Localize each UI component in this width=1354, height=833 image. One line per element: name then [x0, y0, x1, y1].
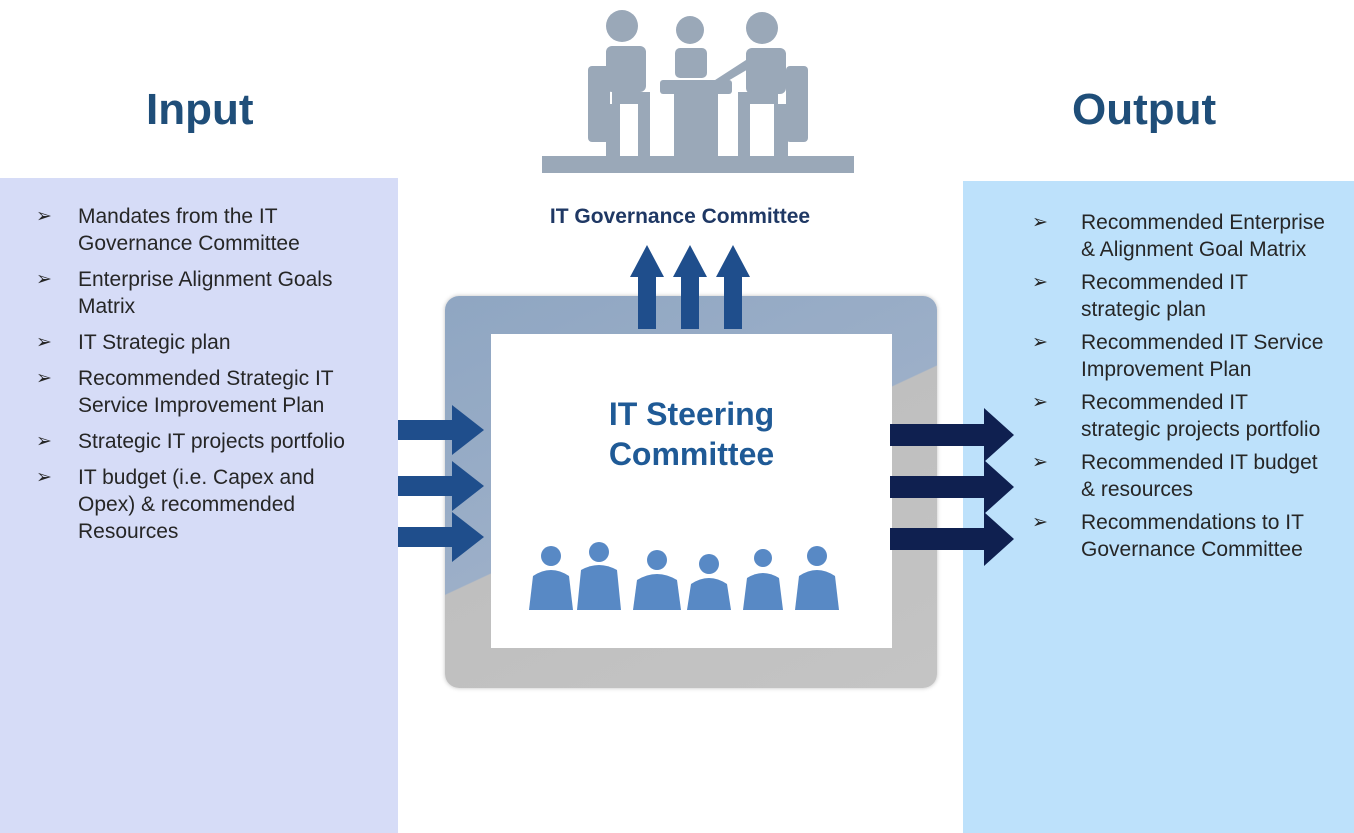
- list-item: ➢IT budget (i.e. Capex and Opex) & recom…: [36, 466, 315, 543]
- steering-title: IT Steering Committee: [608, 396, 775, 472]
- list-item: ➢Recommended IT Service Improvement Plan: [1032, 331, 1324, 381]
- output-list: ➢Recommended Enterprise & Alignment Goal…: [1032, 209, 1331, 569]
- list-item: ➢Recommended Strategic IT Service Improv…: [36, 367, 334, 417]
- input-arrow-3: [398, 512, 484, 562]
- list-item: ➢Recommended IT strategic projects portf…: [1032, 391, 1321, 441]
- bullet-arrow-icon: ➢: [1032, 512, 1048, 533]
- output-panel: ➢Recommended Enterprise & Alignment Goal…: [963, 181, 1354, 833]
- meeting-people-icon: [542, 10, 854, 173]
- up-arrow-1: [630, 245, 664, 329]
- list-item: ➢Recommended IT budget & resources: [1032, 451, 1318, 501]
- input-arrow-1: [398, 405, 484, 455]
- list-item: ➢Mandates from the IT Governance Committ…: [36, 205, 300, 255]
- output-arrow-3: [890, 512, 1014, 566]
- bullet-arrow-icon: ➢: [36, 206, 52, 227]
- list-item: ➢Recommendations to IT Governance Commit…: [1032, 511, 1304, 561]
- bullet-arrow-icon: ➢: [1032, 272, 1048, 293]
- team-silhouettes-icon: [529, 542, 839, 610]
- output-arrow-1: [890, 408, 1014, 462]
- steering-box: IT Steering Committee: [491, 334, 892, 648]
- bullet-arrow-icon: ➢: [36, 467, 52, 488]
- input-heading: Input: [146, 85, 254, 134]
- bullet-arrow-icon: ➢: [36, 332, 52, 353]
- bullet-arrow-icon: ➢: [36, 368, 52, 389]
- list-item: ➢Strategic IT projects portfolio: [36, 430, 345, 453]
- bullet-arrow-icon: ➢: [1032, 212, 1048, 233]
- input-arrow-2: [398, 461, 484, 511]
- output-arrow-2: [890, 460, 1014, 514]
- bullet-arrow-icon: ➢: [1032, 332, 1048, 353]
- input-panel: ➢Mandates from the IT Governance Committ…: [0, 178, 398, 833]
- bullet-arrow-icon: ➢: [36, 431, 52, 452]
- bullet-arrow-icon: ➢: [1032, 392, 1048, 413]
- output-heading: Output: [1072, 85, 1217, 134]
- list-item: ➢Recommended Enterprise & Alignment Goal…: [1032, 211, 1325, 261]
- up-arrow-2: [673, 245, 707, 329]
- bullet-arrow-icon: ➢: [1032, 452, 1048, 473]
- up-arrows: [630, 245, 750, 329]
- input-arrows: [398, 405, 484, 562]
- bullet-arrow-icon: ➢: [36, 269, 52, 290]
- up-arrow-3: [716, 245, 750, 329]
- input-list: ➢Mandates from the IT Governance Committ…: [36, 203, 358, 554]
- list-item: ➢IT Strategic plan: [36, 331, 231, 354]
- list-item: ➢Enterprise Alignment Goals Matrix: [36, 268, 333, 318]
- list-item: ➢Recommended IT strategic plan: [1032, 271, 1248, 321]
- output-arrows: [890, 408, 1014, 566]
- governance-label: IT Governance Committee: [549, 205, 811, 228]
